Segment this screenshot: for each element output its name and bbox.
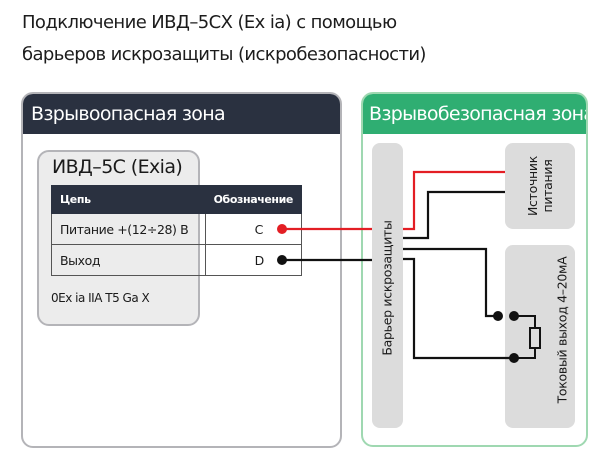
table-header-row: Цепь Обозначение [51,185,303,214]
power-source-label-line-2: питания [540,159,555,213]
table-row: Выход D [51,244,303,276]
sensor-device-name: ИВД–5С (Exia) [52,156,183,178]
safety-barrier-label: Барьер искрозащиты [379,220,395,356]
circuit-name: Питание +(12÷28) В [51,213,206,245]
pin-assignment-table: Цепь Обозначение Питание +(12÷28) В C Вы… [51,185,303,276]
power-source-block [505,143,575,229]
column-header-circuit: Цепь [51,185,206,214]
hazardous-zone-panel: Взрывоопасная зона [21,92,342,448]
circuit-code: D [204,244,303,276]
safe-zone-panel: Взрывобезопасная зона [361,92,588,447]
power-source-label: Источник питания [525,156,555,216]
circuit-name: Выход [51,244,206,276]
diagram-title-line-2: барьеров искрозащиты (искробезопасности) [22,44,426,65]
power-source-label-line-1: Источник [525,156,540,216]
ex-marking: 0Ex ia IIA T5 Ga X [51,291,150,305]
current-output-label: Токовый выход 4–20мА [554,256,570,404]
column-header-designation: Обозначение [204,185,303,214]
circuit-code: C [204,213,303,245]
safe-zone-header: Взрывобезопасная зона [363,94,586,134]
safety-barrier-block [372,143,403,428]
hazardous-zone-header: Взрывоопасная зона [23,94,340,134]
table-row: Питание +(12÷28) В C [51,213,303,245]
diagram-title-line-1: Подключение ИВД–5СХ (Ex ia) с помощью [22,12,397,33]
